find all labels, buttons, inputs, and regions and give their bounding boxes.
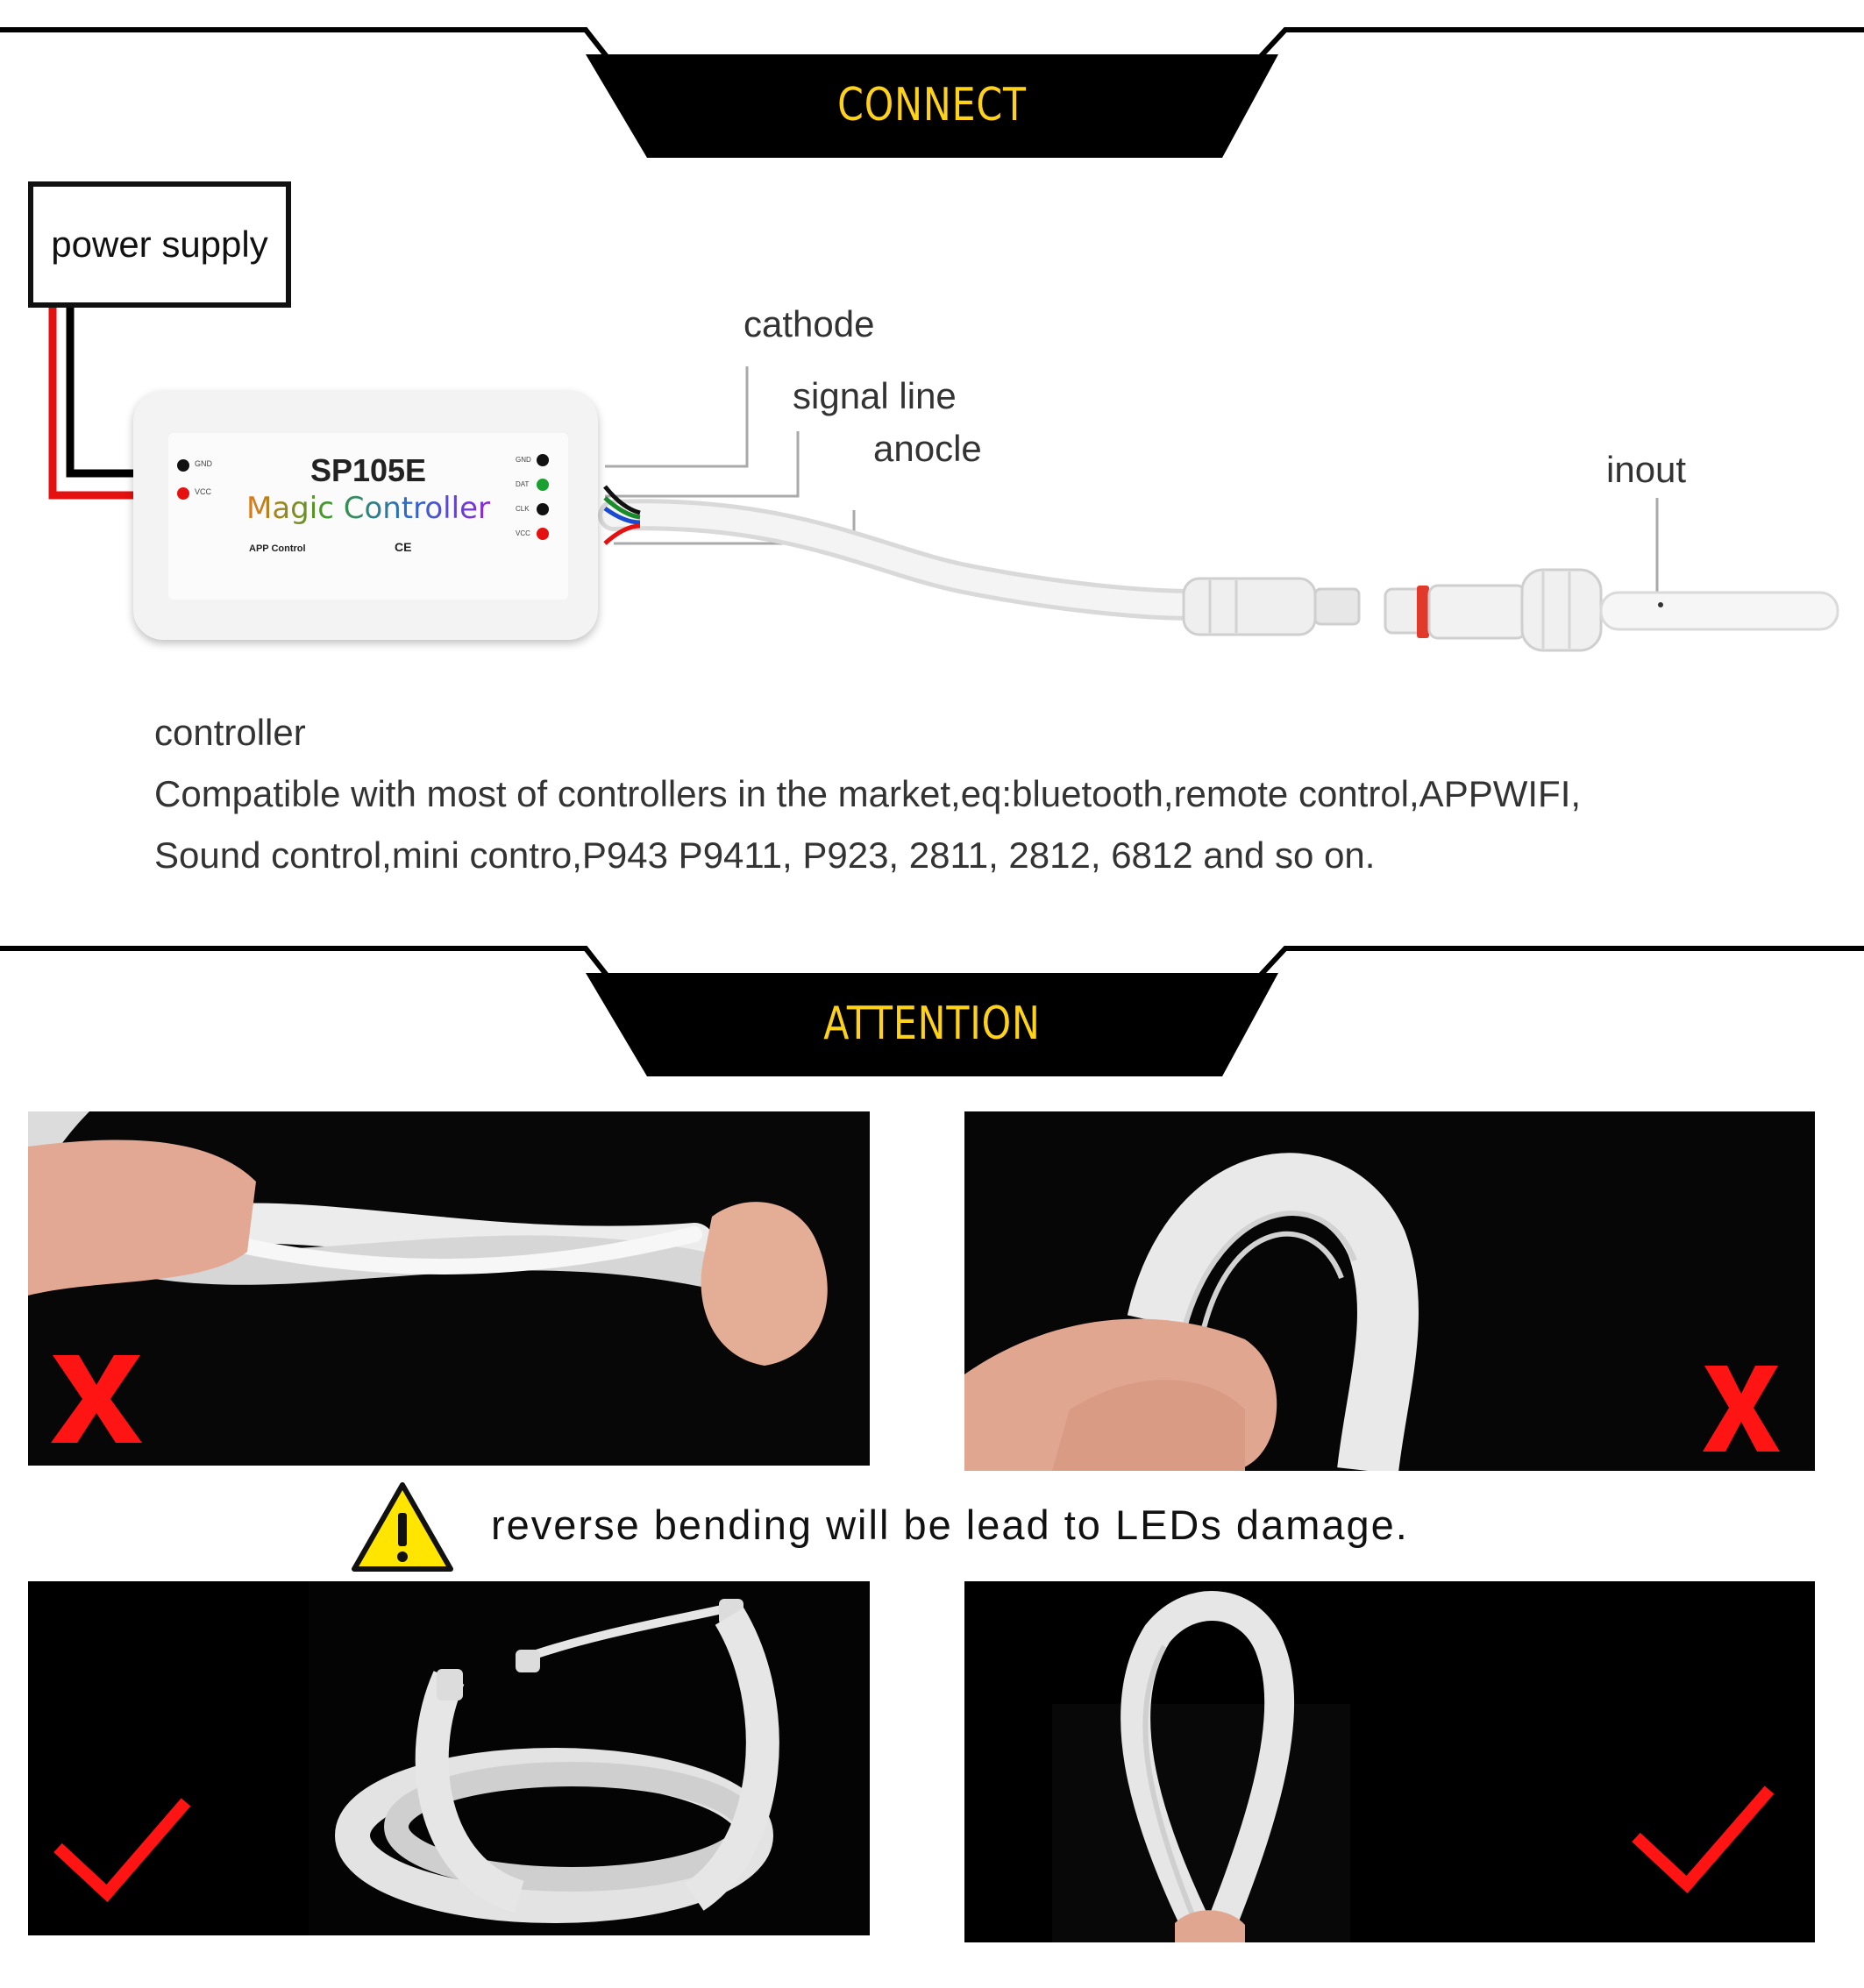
left-gnd-label: GND [195,459,212,468]
gnd-pin-dot [177,459,189,472]
compatibility-line-1: Compatible with most of controllers in t… [154,773,1582,814]
left-vcc-label: VCC [195,487,211,496]
wiring-diagram [48,308,1839,652]
inout-label: inout [1606,449,1687,490]
right-clk-label: CLK [516,505,530,513]
connect-banner [0,27,1864,158]
twisting-photo [28,1111,870,1466]
right-gnd-label: GND [516,456,531,464]
cross-mark-icon [1703,1366,1780,1452]
controller-label-panel: GND VCC SP105E Magic Controller APP Cont… [168,433,568,600]
right-vcc-dot [537,528,549,540]
signal-line-label: signal line [793,375,957,416]
check-mark-icon [1632,1786,1775,1894]
twisted-strip-image [28,1111,870,1466]
loop-strip-image [964,1581,1815,1942]
folding-photo [964,1111,1815,1471]
attention-banner [0,946,1864,1076]
controller-heading: controller [154,712,306,753]
anocle-label: anocle [873,428,982,469]
right-dat-label: DAT [516,480,530,488]
right-vcc-label: VCC [516,529,530,537]
ce-mark: CE [395,540,412,554]
vcc-pin-dot [177,487,189,500]
check-mark-icon [53,1798,191,1903]
controller-name: Magic Controller [168,491,568,526]
folded-strip-image [964,1111,1815,1471]
right-clk-dot [537,503,549,515]
loop-photo [964,1581,1815,1942]
cathode-label: cathode [743,303,875,344]
right-gnd-dot [537,454,549,466]
controller-model: SP105E [309,452,427,488]
compatibility-line-2: Sound control,mini contro,P943 P9411, P9… [154,834,1376,876]
right-dat-dot [537,479,549,491]
attention-title: ATTENTION [823,998,1041,1050]
coiled-photo [28,1581,870,1935]
controller-box: GND VCC SP105E Magic Controller APP Cont… [133,391,598,640]
app-control-label: APP Control [249,543,306,554]
warning-triangle-icon [352,1482,453,1572]
warning-text: reverse bending will be lead to LEDs dam… [491,1502,1409,1548]
coiled-strip-image [28,1581,870,1935]
cross-mark-icon [51,1355,142,1443]
power-supply-box: power supply [28,181,291,308]
connect-title: CONNECT [837,79,1027,131]
